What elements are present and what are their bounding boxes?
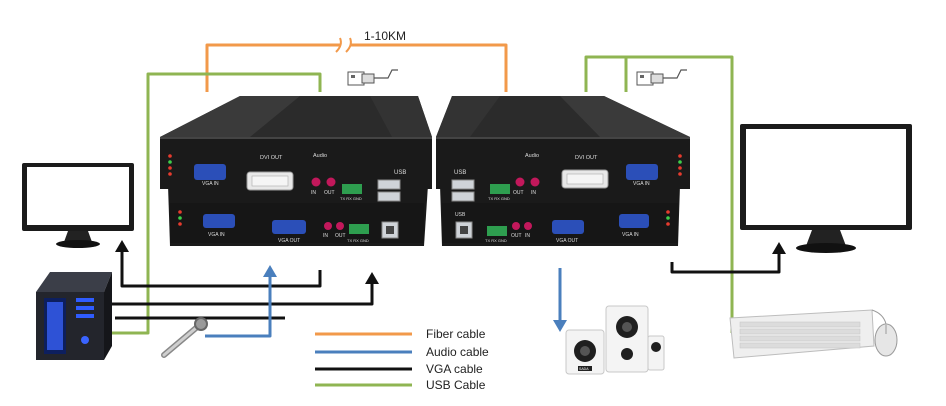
port-label-terminal: TX RX GND [340, 196, 362, 201]
port-label-audio-in: IN [525, 233, 530, 239]
arrow-up-tx [365, 272, 379, 284]
port-label-vga-out: VGA OUT [556, 238, 578, 244]
port-label-vga-in: VGA IN [622, 232, 639, 238]
audio-in-jack [530, 177, 540, 187]
terminal-plug-icon [347, 69, 398, 86]
usb-cable-pc [112, 72, 322, 335]
local-monitor [22, 163, 134, 248]
arrow-up-audio-in [263, 265, 277, 277]
transmitter-top-unit: VGA IN DVI OUT Audio IN OUT TX RX GND US… [160, 96, 432, 202]
audio-cable-mic [205, 275, 272, 338]
port-label-terminal: TX RX GND [347, 238, 369, 243]
usb-a-port [451, 191, 475, 202]
led-indicators [168, 154, 172, 176]
pc-tower [36, 272, 112, 360]
usb-a-port [451, 179, 475, 190]
port-label-audio-in: IN [323, 233, 328, 239]
audio-in-jack [324, 222, 332, 230]
port-label-audio: Audio [525, 153, 539, 159]
speakers: SADA [565, 305, 665, 375]
port-label-vga-in: VGA IN [633, 181, 650, 187]
audio-out-jack [326, 177, 336, 187]
legend-label-fiber: Fiber cable [426, 327, 486, 341]
legend: Fiber cable Audio cable VGA cable USB Ca… [315, 327, 489, 392]
audio-out-jack [336, 222, 344, 230]
rs232-terminal [342, 184, 362, 194]
port-label-vga-out: VGA OUT [278, 238, 300, 244]
transmitter-stack: VGA IN VGA OUT IN OUT TX RX GND [160, 96, 432, 246]
arrow-heads [115, 240, 786, 332]
port-label-dvi-out: DVI OUT [260, 155, 283, 161]
led-indicators [666, 210, 670, 226]
legend-label-usb: USB Cable [426, 378, 486, 392]
port-label-audio-out: OUT [511, 233, 522, 239]
port-label-vga-in: VGA IN [202, 181, 219, 187]
legend-item: Audio cable [315, 345, 489, 359]
receiver-top-unit: USB TX RX GND Audio OUT IN DVI OUT VGA I… [436, 96, 690, 202]
audio-out-jack [515, 177, 525, 187]
rs232-terminal [349, 224, 369, 234]
vga-out-port [552, 220, 584, 234]
legend-label-audio: Audio cable [426, 345, 489, 359]
port-label-terminal: TX RX GND [485, 238, 507, 243]
port-label-terminal: TX RX GND [488, 196, 510, 201]
vga-in-port [203, 214, 235, 228]
led-indicators [678, 154, 682, 176]
vga-out-port [272, 220, 306, 234]
mouse [871, 309, 898, 357]
vga-cable-pc-to-tx [112, 282, 374, 306]
legend-item: Fiber cable [315, 327, 486, 341]
microphone [161, 317, 208, 358]
legend-item: VGA cable [315, 362, 483, 376]
fiber-break-mark [335, 37, 352, 53]
led-indicators [178, 210, 182, 226]
port-label-audio-out: OUT [335, 233, 346, 239]
vga-cable-local-monitor [120, 250, 322, 288]
port-label-audio-out: OUT [324, 190, 335, 196]
receiver-stack: USB TX RX GND OUT IN VGA OUT VGA IN US [436, 96, 690, 246]
keyboard [729, 309, 875, 359]
speaker-brand: SADA [579, 367, 589, 371]
usb-cable-rx [584, 55, 734, 333]
legend-item: USB Cable [315, 378, 486, 392]
distance-label: 1-10KM [364, 29, 406, 43]
audio-in-jack [524, 222, 532, 230]
vga-in-port [626, 164, 658, 180]
port-label-audio-in: IN [531, 190, 536, 196]
port-label-audio-in: IN [311, 190, 316, 196]
terminal-plug-icon [636, 69, 687, 86]
arrow-down-speaker [553, 320, 567, 332]
arrow-up-local-monitor [115, 240, 129, 252]
port-label-audio: Audio [313, 153, 327, 159]
port-label-audio-out: OUT [513, 190, 524, 196]
fiber-cable [205, 43, 508, 92]
audio-out-jack [512, 222, 520, 230]
port-label-usb: USB [454, 170, 466, 176]
legend-label-vga: VGA cable [426, 362, 483, 376]
vga-in-port [194, 164, 226, 180]
rs232-terminal [487, 226, 507, 236]
vga-cable-remote-monitor [670, 252, 781, 274]
usb-a-port [377, 191, 401, 202]
port-label-vga-in: VGA IN [208, 232, 225, 238]
usb-a-port [377, 179, 401, 190]
audio-in-jack [311, 177, 321, 187]
port-label-usb: USB [394, 170, 406, 176]
vga-in-port [619, 214, 649, 228]
remote-monitor [740, 124, 912, 253]
arrow-up-remote-monitor [772, 242, 786, 254]
port-label-dvi-out: DVI OUT [575, 155, 598, 161]
port-label-usb: USB [455, 212, 466, 218]
rs232-terminal [490, 184, 510, 194]
